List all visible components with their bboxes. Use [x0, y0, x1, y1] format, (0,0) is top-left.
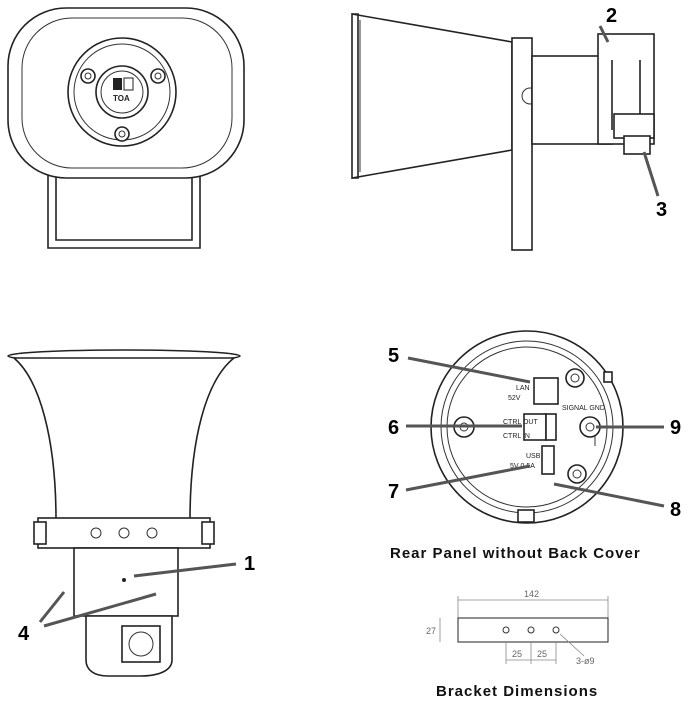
- svg-text:27: 27: [426, 626, 436, 636]
- svg-text:USB: USB: [526, 453, 541, 460]
- callout-9: 9: [670, 417, 681, 439]
- svg-text:142: 142: [524, 589, 539, 599]
- callout-6: 6: [388, 417, 399, 439]
- toa-logo: TOA: [113, 77, 134, 103]
- svg-text:25: 25: [537, 649, 547, 659]
- svg-text:25: 25: [512, 649, 522, 659]
- callout-2: 2: [606, 5, 617, 27]
- callout-8: 8: [670, 499, 681, 521]
- rear-panel-caption: Rear Panel without Back Cover: [390, 545, 641, 562]
- screw-icon: [114, 126, 130, 142]
- front-view: TOA: [7, 7, 245, 249]
- logo-text: TOA: [113, 94, 130, 103]
- svg-text:CTRL OUT: CTRL OUT: [503, 419, 538, 426]
- svg-text:CTRL IN: CTRL IN: [503, 433, 530, 440]
- side-view: [351, 13, 655, 251]
- callout-4: 4: [18, 623, 30, 645]
- screw-icon: [150, 68, 166, 84]
- lan-port: [533, 377, 559, 405]
- svg-text:3-ø9: 3-ø9: [576, 656, 595, 666]
- bracket-dimensions: 142 27 25 25 3-ø9: [426, 589, 609, 666]
- callout-3: 3: [656, 199, 667, 221]
- svg-text:LAN: LAN: [516, 385, 530, 392]
- callout-7: 7: [388, 481, 399, 503]
- callout-1: 1: [244, 553, 255, 575]
- horn-view: [7, 349, 241, 677]
- svg-text:52V: 52V: [508, 395, 521, 402]
- callout-5: 5: [388, 345, 399, 367]
- svg-text:SIGNAL GND: SIGNAL GND: [562, 405, 605, 412]
- bracket-caption: Bracket Dimensions: [436, 683, 598, 700]
- usb-port: [541, 445, 555, 475]
- screw-icon: [80, 68, 96, 84]
